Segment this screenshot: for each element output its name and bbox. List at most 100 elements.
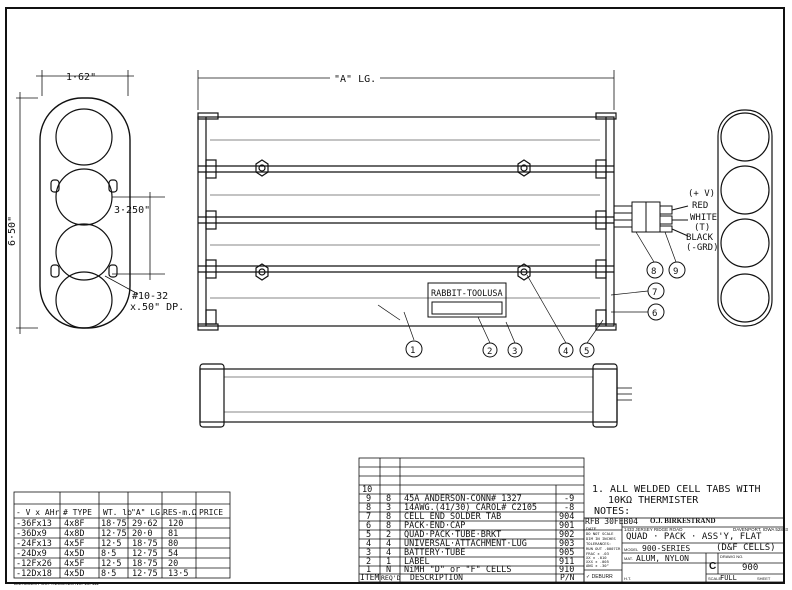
- bom-r4-pn: 901: [559, 521, 574, 531]
- dim-height-650: 6·50": [7, 216, 18, 246]
- bom-r6-qty: 4: [386, 539, 391, 549]
- date-label: DATE: [586, 526, 597, 531]
- options-table: [13, 491, 231, 579]
- bom-r8-qty: 1: [386, 557, 391, 567]
- bom-r2-pn: -8: [564, 503, 574, 513]
- balloon-4: 4: [563, 347, 568, 357]
- opt-r0-c3: 29·62: [132, 519, 158, 529]
- tol-line-2: TOLERANCES:: [586, 541, 611, 546]
- opt-r0-c1: 4x8F: [64, 519, 84, 529]
- bom-r1-desc: 45A ANDERSON-CONN# 1327: [404, 494, 522, 504]
- wire-label-white: WHITE: [690, 213, 717, 223]
- bom-r9-pn: 910: [559, 565, 574, 575]
- opt-h-price: PRICE: [199, 508, 223, 517]
- attachment-lug-hex: [255, 159, 531, 281]
- bom-r9-desc: NiMH "D" or "F" CELLS: [404, 565, 511, 575]
- scale-value: FULL: [720, 574, 737, 582]
- opt-r4-c4: 20: [168, 559, 178, 569]
- bom-r7-desc: BATTERY·TUBE: [404, 548, 465, 558]
- opt-r3-c1: 4x5D: [64, 549, 84, 559]
- wire-label-red: RED: [692, 201, 708, 211]
- bom-r7-item: 3: [366, 548, 371, 558]
- opt-h-alg: "A" LG.: [131, 508, 165, 517]
- label-plate-text: RABBIT-TOOLUSA: [431, 289, 503, 299]
- length-dimension: [197, 70, 615, 110]
- bom-r1-pn: -9: [564, 494, 574, 504]
- bom-r8-item: 2: [366, 557, 371, 567]
- opt-r2-c4: 80: [168, 539, 178, 549]
- bom-r4-desc: PACK·END·CAP: [404, 521, 465, 531]
- opt-r4-c2: 12·5: [101, 559, 121, 569]
- opt-r2-c0: -24Fx13: [16, 539, 52, 549]
- sheet-label: SHEET: [757, 576, 771, 581]
- bom-r5-desc: QUAD·PACK·TUBE·BRKT: [404, 530, 501, 540]
- bom-h-reqd: REQ'D: [381, 574, 401, 582]
- sheet-border: [5, 7, 785, 584]
- opt-r1-c2: 12·75: [101, 529, 127, 539]
- bom-r0-item: 10: [362, 485, 372, 495]
- company-city: DAVENPORT, IOWA 52803: [733, 527, 788, 532]
- bom-r5-item: 5: [366, 530, 371, 540]
- opt-r2-c3: 18·75: [132, 539, 158, 549]
- bom-r7-pn: 905: [559, 548, 574, 558]
- bom-r6-pn: 903: [559, 539, 574, 549]
- wire-label-t: (T): [694, 223, 710, 233]
- title-line-1: QUAD · PACK · ASS'Y, FLAT: [626, 532, 762, 542]
- tol-line-6: XXX ± .005: [586, 559, 609, 564]
- bom-r3-desc: CELL END SOLDER TAB: [404, 512, 501, 522]
- opt-r5-c0: -12Dx18: [16, 569, 52, 579]
- opt-h-wt: WT. lb: [103, 508, 132, 517]
- balloon-7: 7: [652, 288, 657, 298]
- note-line-1: 1. ALL WELDED CELL TABS WITH: [592, 484, 761, 495]
- balloon-2: 2: [487, 347, 492, 357]
- size-value: C: [709, 561, 716, 572]
- label-plate: [427, 282, 507, 318]
- model-label: MODEL: [624, 547, 639, 552]
- opt-h-vxahr: - V x AHr: [16, 508, 60, 517]
- balloon-1: 1: [410, 346, 415, 356]
- bom-r9-qty: N: [386, 565, 391, 575]
- bom-table: [358, 457, 585, 583]
- bom-r4-item: 6: [366, 521, 371, 531]
- opt-r1-c3: 20·0: [132, 529, 152, 539]
- dim-length-a: "A" LG.: [334, 74, 376, 85]
- opt-r0-c4: 120: [168, 519, 183, 529]
- opt-r4-c3: 18·75: [132, 559, 158, 569]
- opt-r5-c2: 8·5: [101, 569, 116, 579]
- wire-label-grd: (-GRD): [686, 243, 719, 253]
- company-address: 1433 JERSEY RIDGE ROAD: [624, 527, 683, 532]
- right-end-view: [717, 109, 773, 327]
- opt-r5-c3: 12·75: [132, 569, 158, 579]
- bom-h-item: ITEM: [360, 573, 379, 582]
- bom-r2-desc: 14AWG.(41/30) CAROL# C2105: [404, 503, 537, 513]
- bom-r3-pn: 904: [559, 512, 574, 522]
- model-value: 900-SERIES: [642, 544, 690, 553]
- options-table-text: -36Fx13 4x8F 18·75 29·62 120 -36Dx9 4x8D…: [16, 519, 188, 579]
- dim-spacing-3250: 3·250": [114, 205, 150, 216]
- opt-r4-c0: -12Fx26: [16, 559, 52, 569]
- opt-r1-c4: 81: [168, 529, 178, 539]
- opt-r3-c2: 8·5: [101, 549, 116, 559]
- opt-r3-c3: 12·75: [132, 549, 158, 559]
- title-block: [583, 517, 785, 583]
- wire-harness: [614, 201, 689, 237]
- balloon-3: 3: [512, 347, 517, 357]
- bom-h-pn: P/N: [560, 573, 575, 582]
- bom-r6-desc: UNIVERSAL·ATTACHMENT·LUG: [404, 539, 527, 549]
- tol-line-5: XX ± .010: [586, 555, 607, 560]
- bom-h-desc: DESCRIPTION: [410, 573, 463, 582]
- dwg-no-label: DRAWG NO.: [720, 554, 743, 559]
- bom-r8-desc: LABEL: [404, 557, 430, 567]
- balloon-8: 8: [651, 267, 656, 277]
- bom-r3-qty: 8: [386, 512, 391, 522]
- bom-r3-item: 7: [366, 512, 371, 522]
- tap-depth-callout: x.50" DP.: [130, 302, 184, 313]
- opt-r5-c1: 4x5D: [64, 569, 84, 579]
- opt-r3-c0: -24Dx9: [16, 549, 47, 559]
- opt-r5-c4: 13·5: [168, 569, 188, 579]
- title-line-2: (D&F CELLS): [716, 543, 776, 553]
- company-name: O.J. BIRKESTRAND: [650, 517, 716, 525]
- options-table-header: - V x AHr # TYPE WT. lb "A" LG. RES-m.Ω …: [16, 508, 223, 517]
- opt-r3-c4: 54: [168, 549, 178, 559]
- opt-h-type: # TYPE: [63, 508, 92, 517]
